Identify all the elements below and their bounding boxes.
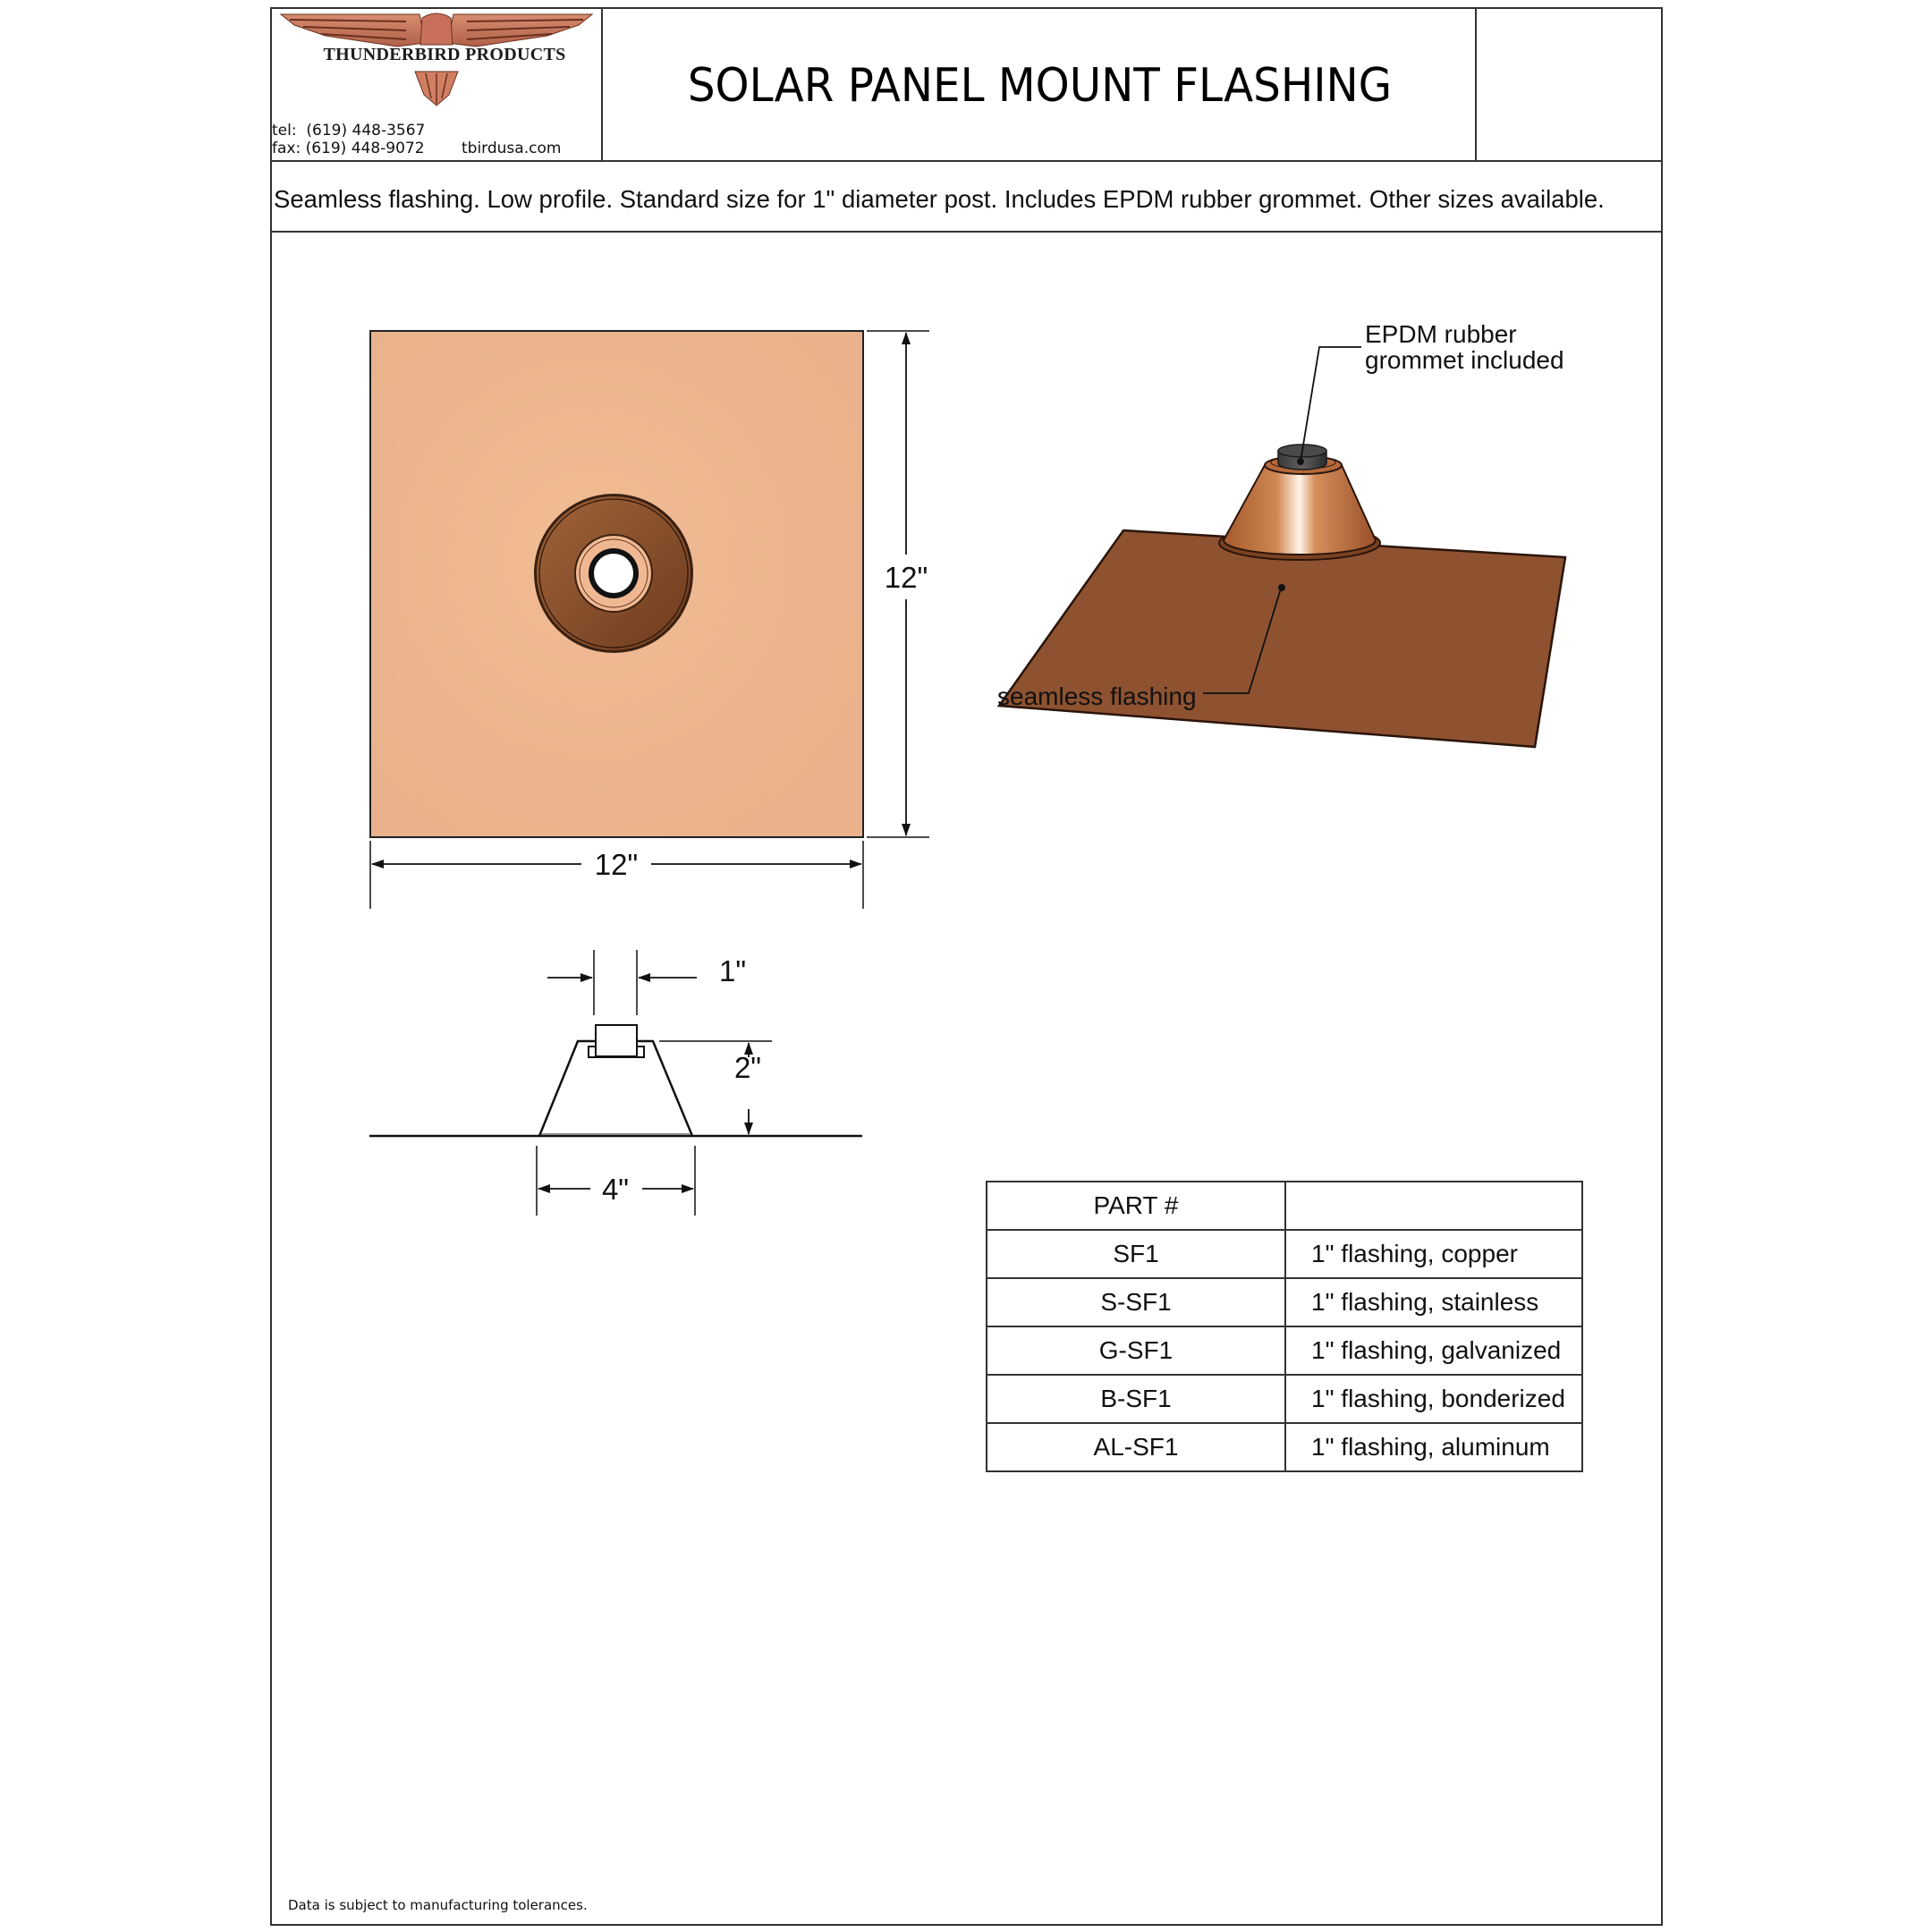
- page-title: SOLAR PANEL MOUNT FLASHING: [687, 58, 1393, 113]
- flashing-callout: seamless flashing: [997, 682, 1197, 710]
- company-logo: THUNDERBIRD PRODUCTS tel: (619) 448-3567…: [272, 9, 601, 160]
- cone-top-view: [534, 494, 693, 653]
- title-cell-divider: [1475, 9, 1477, 161]
- description-divider: [272, 231, 1661, 233]
- table-header-row: PART #: [986, 1181, 1583, 1231]
- table-row: SF1 1" flashing, copper: [986, 1229, 1583, 1279]
- section-view-drawing: [369, 950, 862, 1216]
- part-number: G-SF1: [986, 1326, 1286, 1376]
- parts-table: PART # SF1 1" flashing, copper S-SF1 1" …: [986, 1181, 1583, 1472]
- table-row: S-SF1 1" flashing, stainless: [986, 1277, 1583, 1327]
- table-row: G-SF1 1" flashing, galvanized: [986, 1326, 1583, 1376]
- part-number: SF1: [986, 1229, 1286, 1279]
- thunderbird-eagle-icon: [279, 13, 594, 106]
- header-divider: [272, 160, 1661, 162]
- website-link[interactable]: tbirdusa.com: [462, 140, 562, 157]
- section-post-diameter-dimension: 1": [719, 954, 746, 987]
- part-description: 1" flashing, copper: [1284, 1229, 1583, 1279]
- part-description: 1" flashing, aluminum: [1284, 1422, 1583, 1472]
- header-description: [1284, 1181, 1583, 1231]
- part-number: S-SF1: [986, 1277, 1286, 1327]
- tolerance-note: Data is subject to manufacturing toleran…: [288, 1897, 588, 1913]
- logo-cell-divider: [601, 9, 603, 161]
- part-number: AL-SF1: [986, 1422, 1286, 1472]
- phone-number: tel: (619) 448-3567: [272, 122, 426, 140]
- top-view-drawing: 12" 12": [369, 330, 929, 909]
- part-description: 1" flashing, stainless: [1284, 1277, 1583, 1327]
- company-name: THUNDERBIRD PRODUCTS: [323, 45, 566, 64]
- product-description: Seamless flashing. Low profile. Standard…: [274, 185, 1605, 213]
- top-view-width-dimension: 12": [595, 848, 638, 881]
- table-row: AL-SF1 1" flashing, aluminum: [986, 1422, 1583, 1472]
- isometric-view-drawing: [996, 346, 1567, 749]
- header-part-number: PART #: [986, 1181, 1286, 1231]
- part-number: B-SF1: [986, 1374, 1286, 1424]
- section-height-dimension: 2": [734, 1051, 761, 1084]
- section-base-dimension: 4": [602, 1173, 629, 1206]
- grommet-callout-line1: EPDM rubber: [1365, 320, 1517, 348]
- drawing-sheet: THUNDERBIRD PRODUCTS tel: (619) 448-3567…: [270, 7, 1663, 1926]
- fax-number: fax: (619) 448-9072: [272, 140, 425, 157]
- grommet-callout-line2: grommet included: [1365, 346, 1564, 374]
- table-row: B-SF1 1" flashing, bonderized: [986, 1374, 1583, 1424]
- part-description: 1" flashing, galvanized: [1284, 1326, 1583, 1376]
- part-description: 1" flashing, bonderized: [1284, 1374, 1583, 1424]
- top-view-height-dimension: 12": [885, 561, 928, 594]
